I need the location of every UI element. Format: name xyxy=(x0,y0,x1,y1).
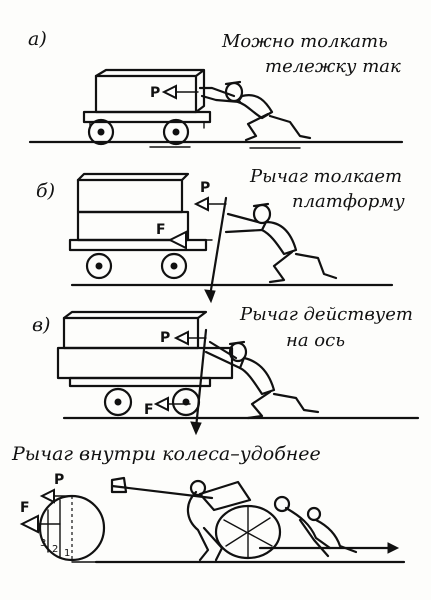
panel-d-vector-p: P xyxy=(39,472,73,504)
panel-c: в) Рычаг действует на ось P F xyxy=(32,304,420,436)
panel-b-platform xyxy=(68,172,208,252)
panel-b-lever-tip xyxy=(204,289,216,304)
panel-c-vector-f: F xyxy=(144,396,191,418)
panel-b-vector-p-label: P xyxy=(200,180,210,196)
panel-c-man-figure xyxy=(204,340,320,420)
panel-d-number-1: 1 xyxy=(64,548,70,559)
panel-c-lever xyxy=(194,328,208,430)
panel-c-lever-tip xyxy=(190,421,202,436)
panel-c-caption-line1: Рычаг действует xyxy=(239,304,413,325)
panel-b: б) Рычаг толкает платформу P F xyxy=(36,166,405,304)
panel-d-number-2: 2 xyxy=(52,544,58,555)
panel-a-caption-line2: тележку так xyxy=(265,56,401,77)
panel-d-vector-f-label: F xyxy=(20,500,30,516)
panel-a-vector-p-label: P xyxy=(150,85,160,101)
panel-d-soldier-right xyxy=(284,506,332,558)
panel-a-wheels xyxy=(87,118,190,146)
panel-c-platform xyxy=(56,310,234,388)
panel-a: а) Можно толкать тележку так P xyxy=(28,28,404,149)
panel-b-vector-f-label: F xyxy=(156,222,166,238)
panel-b-vector-p: P xyxy=(193,180,227,212)
panel-d-vector-p-label: P xyxy=(54,472,64,488)
panel-b-caption-line2: платформу xyxy=(292,191,405,212)
panel-d-number-3: 3 xyxy=(40,538,46,549)
panel-d-letter: Рычаг внутри колеса–удобнее xyxy=(11,443,321,465)
panel-c-letter: в) xyxy=(32,314,50,336)
panel-a-man-figure xyxy=(198,80,312,142)
panel-b-letter: б) xyxy=(36,180,55,202)
panel-a-vector-p: P xyxy=(150,84,199,101)
panel-d-wheel-diagram: 3 2 1 xyxy=(38,494,106,563)
panel-b-vector-f: F xyxy=(156,222,213,250)
panel-b-caption-line1: Рычаг толкает xyxy=(249,166,402,187)
panel-a-cart xyxy=(82,68,212,129)
panel-c-vector-p-label: P xyxy=(160,330,170,346)
panel-d-soldier-left xyxy=(186,490,224,562)
panel-d-soldier-far xyxy=(314,518,358,554)
panel-b-lever xyxy=(208,196,228,298)
panel-a-letter: а) xyxy=(28,28,47,50)
panel-d-vector-f: F xyxy=(19,500,61,534)
panel-b-wheels xyxy=(85,252,188,280)
panel-c-caption-line2: на ось xyxy=(286,330,345,351)
panel-a-caption-line1: Можно толкать xyxy=(221,31,388,52)
panel-d-gun-scene xyxy=(110,476,400,562)
panel-c-vector-f-label: F xyxy=(144,402,154,418)
panel-a-ground-texture xyxy=(149,146,301,149)
panel-d: Рычаг внутри колеса–удобнее 3 2 1 P F xyxy=(11,443,406,564)
panel-b-man-figure xyxy=(224,202,338,284)
panel-d-gun-barrel xyxy=(110,484,214,500)
panel-c-vector-p: P xyxy=(160,330,207,346)
